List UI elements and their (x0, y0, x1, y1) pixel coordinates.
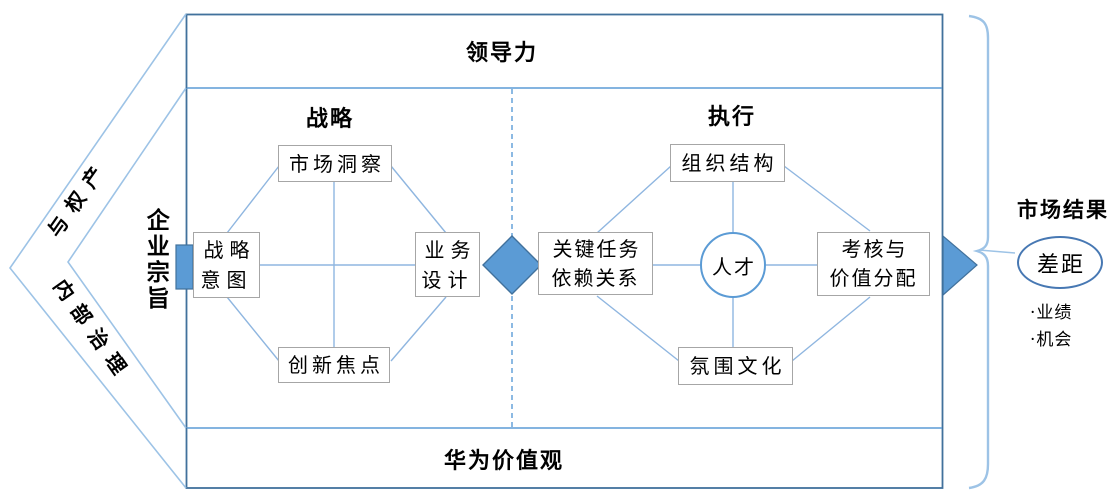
box-key-tasks: 关键任务 依赖关系 (538, 232, 653, 295)
strategy-diag-bottom-right (390, 296, 447, 362)
box-org-structure: 组织结构 (670, 144, 785, 182)
strategy-diag-top-right (390, 165, 447, 234)
box-assessment: 考核与 价值分配 (817, 232, 930, 296)
circle-talent: 人才 (700, 232, 766, 298)
strategy-diag-top-left (226, 165, 280, 234)
bullet-performance: ·业绩 (1030, 303, 1073, 323)
execution-heading: 执行 (707, 104, 757, 130)
center-diamond (482, 235, 542, 295)
values-label: 华为价值观 (443, 448, 565, 474)
purpose-vertical-label: 企业宗旨 (142, 208, 170, 312)
purpose-connector-rect (175, 244, 194, 290)
execution-diag-top-left (596, 165, 672, 234)
box-innovation-focus: 创新焦点 (278, 347, 390, 383)
strategy-diag-bottom-left (226, 296, 280, 362)
execution-diag-top-right (783, 165, 871, 232)
strategy-heading: 战略 (305, 106, 355, 132)
execution-diag-bottom-left (596, 295, 680, 362)
execution-diag-bottom-right (791, 296, 871, 362)
brace-to-gap-connector (978, 249, 1016, 254)
chevron-outer (9, 13, 187, 489)
box-culture: 氛围文化 (678, 347, 793, 385)
chevron-inner (67, 87, 187, 429)
leadership-label: 领导力 (465, 40, 539, 66)
box-strategic-intent: 战略 意图 (193, 232, 260, 298)
market-result-heading: 市场结果 (1017, 197, 1109, 222)
ellipse-gap: 差距 (1017, 236, 1103, 289)
result-arrow-right-icon (942, 234, 978, 297)
box-business-design: 业务 设计 (415, 232, 480, 297)
box-market-insight: 市场洞察 (278, 145, 392, 182)
result-brace (968, 14, 990, 490)
bullet-opportunity: ·机会 (1030, 330, 1073, 350)
